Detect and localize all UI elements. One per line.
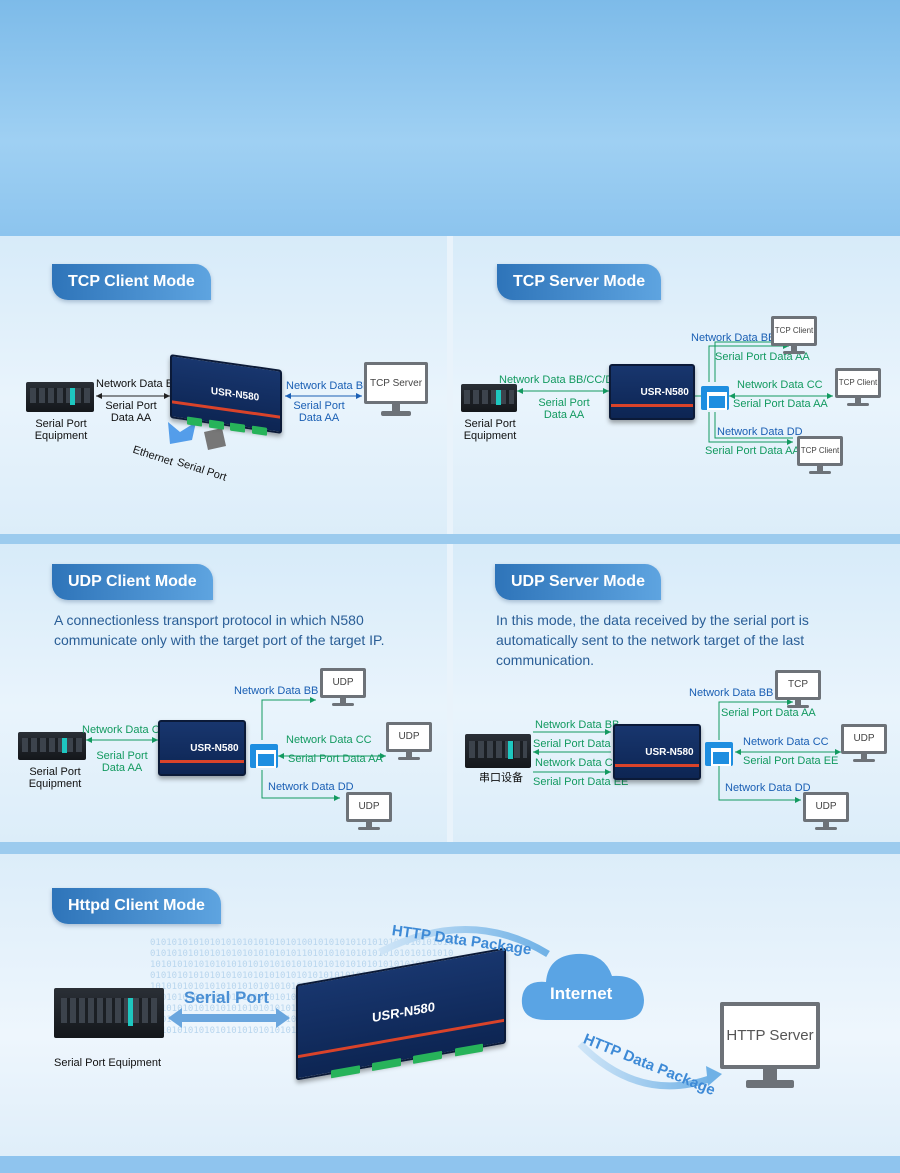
tcp-monitor-icon: TCP	[775, 670, 821, 708]
httpd-arrows	[168, 926, 722, 1090]
device-label: USR-N580	[645, 746, 694, 758]
tcp-server-left-top: Network Data BB/CC/DD	[499, 374, 622, 386]
udp-server-l4: Serial Port Data EE	[533, 776, 629, 788]
tcp-server-c1-top: Network Data BB	[691, 332, 776, 344]
usr-n580-device: USR-N580	[613, 724, 701, 780]
udp-client-panel: UDP Client Mode A connectionless transpo…	[0, 544, 447, 842]
tcp-client-2-monitor-icon: TCP Client	[835, 368, 881, 406]
udp-server-u2-bottom: Serial Port Data EE	[743, 755, 839, 767]
udp-client-equipment: Serial Port Equipment	[28, 766, 82, 790]
tcp-client-left-top: Network Data BB	[96, 378, 181, 390]
http-server-monitor-icon: HTTP Server	[720, 1002, 820, 1088]
udp-client-description: A connectionless transport protocol in w…	[54, 612, 385, 648]
network-switch-icon	[250, 744, 278, 768]
udp-1-monitor-icon: UDP	[320, 668, 366, 706]
udp-server-l1: Network Data BB	[535, 719, 620, 731]
udp-client-u3-name: UDP	[346, 792, 392, 822]
bottom-band	[0, 1156, 900, 1173]
tcp-server-arrows	[517, 341, 833, 445]
usr-n580-device: USR-N580	[158, 720, 246, 776]
udp-client-u2-top: Network Data CC	[286, 734, 372, 746]
udp-server-u1-bottom: Serial Port Data AA	[721, 707, 816, 719]
httpd-equipment: Serial Port Equipment	[54, 1057, 161, 1069]
tcp-server-label: TCP Server	[364, 362, 428, 405]
tcp-client-equipment: Serial Port Equipment	[34, 418, 88, 442]
tcp-server-c3-name: TCP Client	[797, 436, 843, 466]
udp-client-left-bottom: Serial Port Data AA	[96, 750, 148, 774]
udp-server-description: In this mode, the data received by the s…	[496, 612, 809, 668]
serial-port-equipment-icon	[465, 734, 531, 768]
udp-client-left-top: Network Data CC	[82, 724, 168, 736]
udp-server-panel: UDP Server Mode In this mode, the data r…	[453, 544, 900, 842]
udp-client-u1-name: UDP	[320, 668, 366, 698]
tcp-client-1-monitor-icon: TCP Client	[771, 316, 817, 354]
serial-port-equipment-icon	[26, 382, 94, 412]
section-divider	[0, 534, 900, 544]
udp-server-u2-name: UDP	[841, 724, 887, 754]
httpd-server-label: HTTP Server	[720, 1002, 820, 1070]
cloud-icon	[521, 953, 644, 1020]
udp-client-arrows	[86, 697, 386, 801]
tcp-client-3-monitor-icon: TCP Client	[797, 436, 843, 474]
section-divider	[0, 842, 900, 854]
udp-client-u2-bottom: Serial Port Data AA	[288, 753, 383, 765]
tcp-client-title: TCP Client Mode	[52, 264, 211, 300]
tcp-client-arrows	[96, 393, 362, 450]
udp-client-u1-top: Network Data BB	[234, 685, 319, 697]
network-switch-icon	[705, 742, 733, 766]
device-label: USR-N580	[372, 998, 436, 1025]
udp-client-title: UDP Client Mode	[52, 564, 213, 600]
device-label: USR-N580	[640, 386, 689, 398]
network-switch-icon	[701, 386, 729, 410]
tcp-server-equipment: Serial Port Equipment	[463, 418, 517, 442]
top-banner	[0, 0, 900, 236]
udp-server-u1-top: Network Data BB	[689, 687, 774, 699]
udp-server-l2: Serial Port Data AA	[533, 738, 628, 750]
udp-2-monitor-icon: UDP	[841, 724, 887, 762]
tcp-server-c1-name: TCP Client	[771, 316, 817, 346]
tcp-client-right-bottom: Serial Port Data AA	[293, 400, 345, 424]
udp-3-monitor-icon: UDP	[346, 792, 392, 830]
tcp-server-panel: TCP Server Mode Serial Port Equipment Ne…	[453, 236, 900, 534]
tcp-server-title: TCP Server Mode	[497, 264, 662, 300]
tcp-client-right-top: Network Data BB	[286, 380, 371, 392]
usr-n580-device: USR-N580	[609, 364, 695, 420]
tcp-server-left-bottom: Serial Port Data AA	[538, 397, 590, 421]
tcp-server-c3-top: Network Data DD	[717, 426, 803, 438]
udp-2-monitor-icon: UDP	[386, 722, 432, 760]
httpd-serial-port: Serial Port	[184, 988, 270, 1007]
udp-client-u3-top: Network Data DD	[268, 781, 354, 793]
udp-server-title: UDP Server Mode	[495, 564, 661, 600]
tcp-client-left-bottom: Serial Port Data AA	[105, 400, 157, 424]
udp-server-arrows	[533, 699, 841, 803]
udp-client-u2-name: UDP	[386, 722, 432, 752]
tcp-client-panel: TCP Client Mode Serial Port Equipment Ne…	[0, 236, 447, 534]
udp-server-u1-name: TCP	[775, 670, 821, 700]
tcp-server-c2-bottom: Serial Port Data AA	[733, 398, 828, 410]
udp-server-l3: Network Data CC	[535, 757, 621, 769]
udp-server-u3-top: Network Data DD	[725, 782, 811, 794]
httpd-client-panel: 0101010101010101010101010101001010101010…	[0, 854, 900, 1156]
tcp-server-monitor-icon: TCP Server	[364, 362, 428, 416]
device-label: USR-N580	[210, 385, 260, 404]
udp-server-equipment: 串口设备	[479, 772, 523, 784]
serial-port-equipment-icon	[18, 732, 86, 760]
tcp-server-c3-bottom: Serial Port Data AA	[705, 445, 800, 457]
udp-server-u3-name: UDP	[803, 792, 849, 822]
serial-port-equipment-icon	[54, 988, 164, 1038]
tcp-server-c2-name: TCP Client	[835, 368, 881, 398]
udp-server-u2-top: Network Data CC	[743, 736, 829, 748]
httpd-client-title: Httpd Client Mode	[52, 888, 221, 924]
serial-port-equipment-icon	[461, 384, 517, 412]
udp-3-monitor-icon: UDP	[803, 792, 849, 830]
httpd-internet: Internet	[550, 984, 613, 1003]
tcp-server-c1-bottom: Serial Port Data AA	[715, 351, 810, 363]
tcp-server-c2-top: Network Data CC	[737, 379, 823, 391]
device-label: USR-N580	[190, 742, 239, 754]
